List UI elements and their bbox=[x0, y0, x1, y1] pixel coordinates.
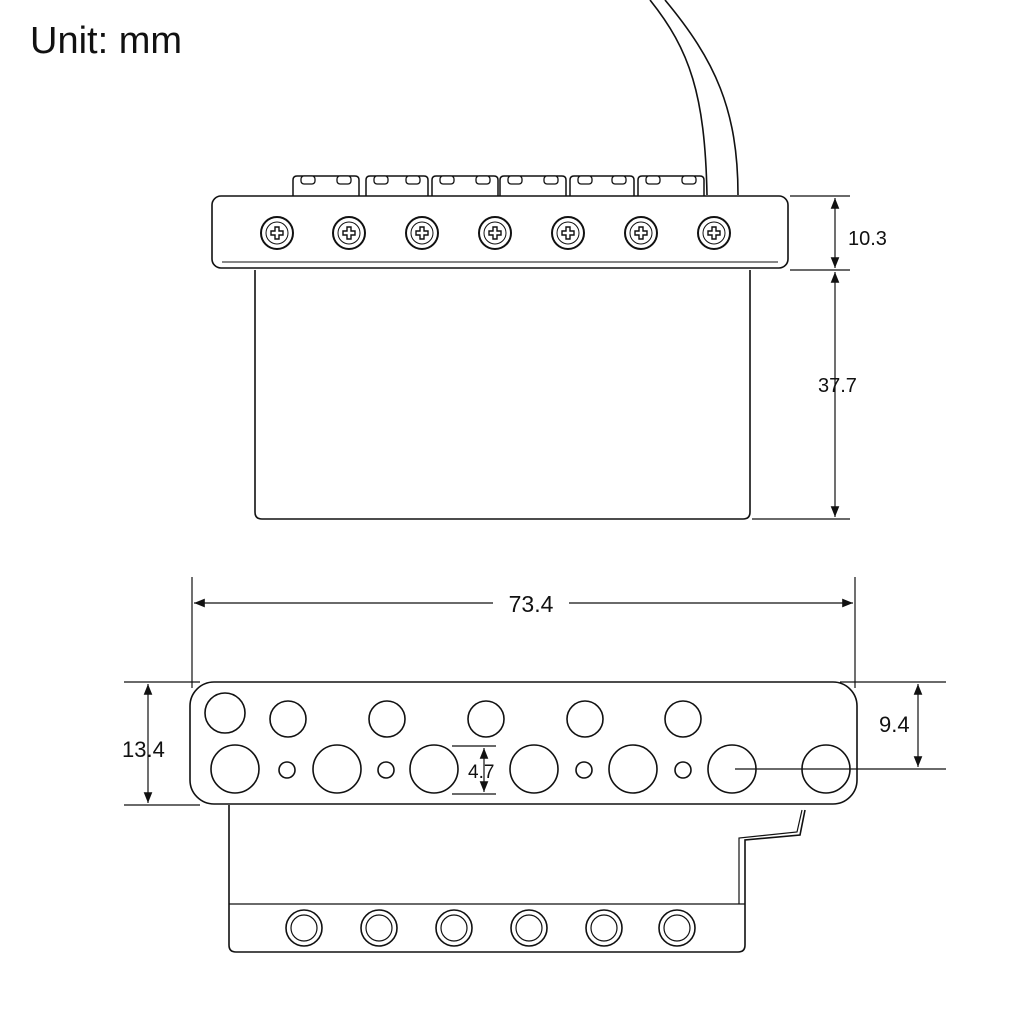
plate-hole-large bbox=[509, 744, 559, 794]
saddle-2 bbox=[365, 175, 429, 196]
dim-overall-width: 73.4 bbox=[509, 591, 554, 617]
plate-hole bbox=[368, 700, 406, 738]
dim-hole-offset: 9.4 bbox=[879, 712, 910, 737]
screw-3 bbox=[405, 216, 439, 250]
plate-hole-small bbox=[674, 761, 692, 779]
plate-hole-small bbox=[377, 761, 395, 779]
arm-socket-step bbox=[738, 809, 803, 904]
plate-hole-small bbox=[278, 761, 296, 779]
saddle-3 bbox=[431, 175, 499, 196]
plate-hole-large bbox=[608, 744, 658, 794]
ground-wire bbox=[649, 0, 739, 196]
string-hole-2 bbox=[360, 909, 398, 947]
unit-label: Unit: mm bbox=[30, 20, 182, 62]
top-view bbox=[189, 681, 858, 953]
plate-hole-large bbox=[409, 744, 459, 794]
dim-plate-depth: 13.4 bbox=[122, 737, 165, 762]
sustain-block-top bbox=[228, 805, 806, 953]
top-dimensions bbox=[124, 681, 946, 806]
saddle-5 bbox=[569, 175, 635, 196]
screw-4 bbox=[478, 216, 512, 250]
screw-7 bbox=[697, 216, 731, 250]
string-hole-5 bbox=[585, 909, 623, 947]
front-dimensions bbox=[752, 195, 850, 520]
dim-block-height: 37.7 bbox=[818, 375, 857, 397]
screw-2 bbox=[332, 216, 366, 250]
base-plate bbox=[189, 681, 858, 805]
plate-hole-large bbox=[210, 744, 260, 794]
string-hole-3 bbox=[435, 909, 473, 947]
screw-5 bbox=[551, 216, 585, 250]
saddle-1 bbox=[292, 175, 360, 196]
plate-hole bbox=[204, 692, 246, 734]
plate-hole-large bbox=[312, 744, 362, 794]
screw-1 bbox=[260, 216, 294, 250]
overall-width-dimension bbox=[191, 577, 856, 688]
saddle-6 bbox=[637, 175, 705, 196]
saddle-row bbox=[292, 175, 705, 196]
plate-hole bbox=[467, 700, 505, 738]
dim-flange-height: 10.3 bbox=[848, 228, 887, 250]
screw-6 bbox=[624, 216, 658, 250]
front-view bbox=[211, 0, 789, 520]
plate-hole-small bbox=[575, 761, 593, 779]
string-hole-6 bbox=[658, 909, 696, 947]
saddle-4 bbox=[499, 175, 567, 196]
sustain-block bbox=[254, 270, 751, 520]
string-hole-4 bbox=[510, 909, 548, 947]
dim-hole-diameter: 4.7 bbox=[468, 762, 494, 783]
string-hole-row bbox=[285, 909, 696, 947]
plate-hole bbox=[664, 700, 702, 738]
plate-hole bbox=[566, 700, 604, 738]
string-hole-1 bbox=[285, 909, 323, 947]
screw-row bbox=[260, 216, 731, 250]
plate-hole bbox=[269, 700, 307, 738]
